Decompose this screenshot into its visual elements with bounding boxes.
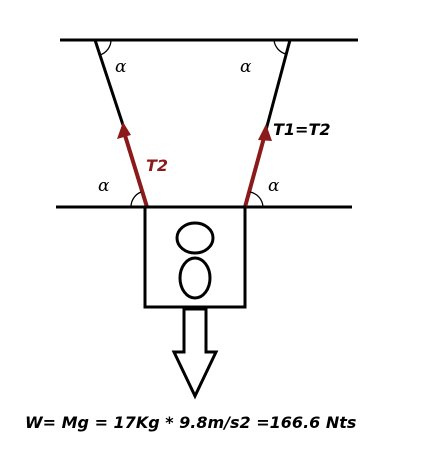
angle-arc-bottom-right: [249, 191, 264, 208]
weight-equation: W= Mg = 17Kg * 9.8m/s2 =166.6 Nts: [25, 413, 356, 432]
alpha-bottom-right: α: [268, 176, 280, 196]
box-circle-top: [175, 221, 215, 255]
t2-vector-left: [122, 131, 149, 208]
alpha-bottom-left: α: [98, 176, 110, 196]
alpha-top-right: α: [240, 57, 252, 77]
t1-eq-t2-label: T1=T2: [273, 120, 331, 139]
left-rope: [93, 39, 125, 126]
angle-arc-top-right: [273, 39, 287, 55]
box-circle-bottom: [178, 256, 212, 300]
alpha-top-left: α: [115, 57, 127, 77]
t2-label: T2: [146, 156, 168, 175]
weight-arrow: [171, 307, 219, 400]
t1-arrowhead-right: [258, 124, 272, 141]
t2-arrowhead-left: [117, 122, 131, 139]
right-rope: [264, 39, 292, 131]
t1-vector-right: [243, 133, 267, 208]
angle-arc-bottom-left: [130, 191, 142, 208]
angle-arc-top-left: [99, 39, 112, 56]
